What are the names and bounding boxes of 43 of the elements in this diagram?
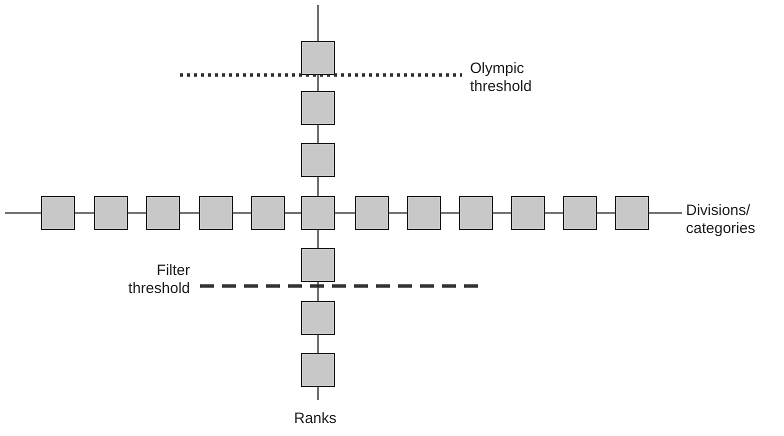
connector-line — [317, 125, 319, 143]
square-box — [301, 41, 335, 75]
connector-line — [335, 212, 355, 214]
connector-line — [317, 177, 319, 196]
connector-line — [128, 212, 146, 214]
connector-line — [317, 230, 319, 248]
square-box — [615, 196, 649, 230]
square-box — [199, 196, 233, 230]
threshold-label: Olympic threshold — [470, 60, 533, 96]
connector-line — [233, 212, 251, 214]
connector-line — [317, 75, 319, 91]
square-box — [407, 196, 441, 230]
connector-line — [317, 335, 319, 353]
connector-line — [180, 212, 199, 214]
connector-line — [75, 212, 94, 214]
square-box — [301, 91, 335, 125]
square-box — [511, 196, 545, 230]
threshold-label: Filter threshold — [127, 262, 190, 298]
connector-line — [389, 212, 407, 214]
connector-line — [649, 212, 682, 214]
square-box — [94, 196, 128, 230]
square-box — [301, 301, 335, 335]
connector-line — [317, 387, 319, 400]
connector-line — [441, 212, 459, 214]
square-box — [563, 196, 597, 230]
square-box — [301, 353, 335, 387]
square-box — [355, 196, 389, 230]
axis-label: Ranks — [294, 410, 342, 428]
connector-line — [317, 5, 319, 41]
connector-line — [317, 282, 319, 301]
connector-line — [5, 212, 41, 214]
connector-line — [545, 212, 563, 214]
square-box — [301, 248, 335, 282]
connector-line — [285, 212, 301, 214]
square-box — [459, 196, 493, 230]
square-box — [41, 196, 75, 230]
square-box — [251, 196, 285, 230]
square-box — [301, 196, 335, 230]
axis-label: Divisions/ categories — [686, 202, 782, 238]
connector-line — [597, 212, 615, 214]
square-box — [301, 143, 335, 177]
square-box — [146, 196, 180, 230]
connector-line — [493, 212, 511, 214]
